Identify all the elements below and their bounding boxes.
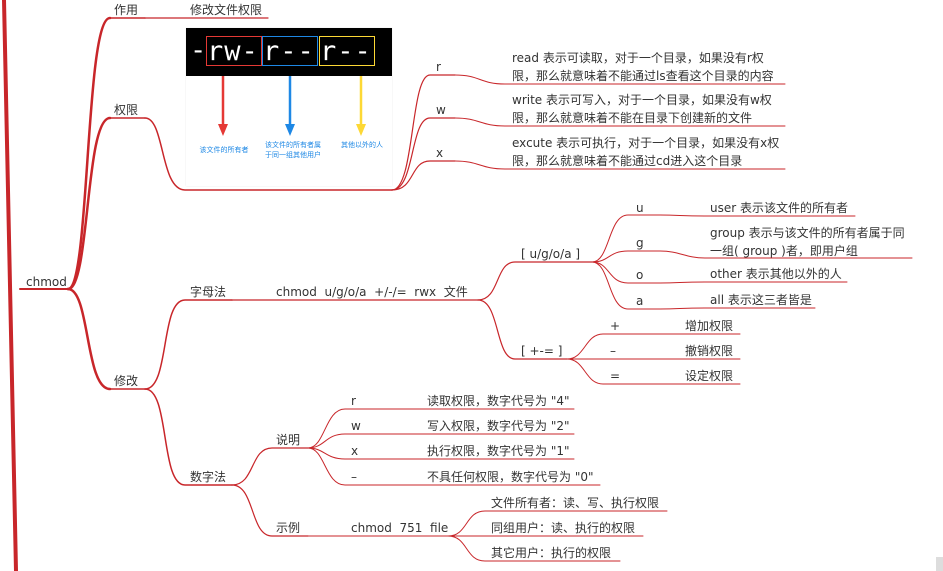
who-key[interactable]: a: [636, 294, 644, 308]
node-purpose-value[interactable]: 修改文件权限: [190, 3, 263, 17]
explain-key[interactable]: r: [351, 394, 356, 408]
perm-dash: -: [190, 35, 208, 66]
op-desc[interactable]: 增加权限: [685, 319, 734, 333]
who-desc[interactable]: group 表示与该文件的所有者属于同一组( group )者，即用户组: [710, 226, 905, 258]
scrollbar[interactable]: [936, 557, 943, 571]
who-desc[interactable]: other 表示其他以外的人: [710, 267, 842, 281]
example-command[interactable]: chmod 751 file: [351, 521, 449, 535]
who-key[interactable]: o: [636, 268, 644, 282]
explain-desc[interactable]: 写入权限，数字代号为 "2": [427, 419, 570, 433]
perm-owner-bits: rw-: [206, 36, 262, 67]
node-who[interactable]: [ u/g/o/a ]: [521, 247, 581, 261]
node-numeric-method[interactable]: 数字法: [190, 470, 227, 484]
perm-item-desc[interactable]: read 表示可读取，对于一个目录，如果没有r权限，那么就意味着不能通过ls查看…: [512, 51, 774, 83]
perm-item-desc[interactable]: excute 表示可执行，对于一个目录，如果没有x权限，那么就意味着不能通过cd…: [512, 136, 780, 168]
node-explain[interactable]: 说明: [276, 433, 301, 447]
example-item[interactable]: 其它用户：执行的权限: [491, 546, 612, 560]
op-desc[interactable]: 撤销权限: [685, 344, 734, 358]
perm-group-caption: 该文件的所有者属于同一组其他用户: [265, 141, 321, 159]
perm-arrows: [218, 76, 366, 136]
example-item[interactable]: 文件所有者：读、写、执行权限: [491, 496, 660, 510]
op-key[interactable]: +: [610, 319, 621, 333]
node-ops[interactable]: [ +-= ]: [521, 344, 563, 358]
explain-desc[interactable]: 执行权限，数字代号为 "1": [427, 444, 570, 458]
op-desc[interactable]: 设定权限: [685, 369, 734, 383]
perm-item-key[interactable]: w: [436, 103, 446, 117]
root-node-chmod[interactable]: chmod: [26, 275, 67, 289]
node-letter-method[interactable]: 字母法: [190, 285, 227, 299]
node-permissions[interactable]: 权限: [114, 103, 139, 117]
who-desc[interactable]: all 表示这三者皆是: [710, 293, 812, 307]
perm-other-bits: r--: [319, 36, 375, 67]
who-key[interactable]: g: [636, 236, 644, 250]
explain-desc[interactable]: 读取权限，数字代号为 "4": [427, 394, 570, 408]
other-arrow-icon: [356, 76, 366, 136]
group-arrow-icon: [285, 76, 295, 136]
perm-item-key[interactable]: x: [436, 146, 444, 160]
explain-desc[interactable]: 不具任何权限，数字代号为 "0": [427, 470, 594, 484]
node-modify[interactable]: 修改: [114, 374, 139, 388]
example-item[interactable]: 同组用户：读、执行的权限: [491, 521, 636, 535]
explain-key[interactable]: –: [351, 470, 357, 484]
permission-string-banner: - rw- r-- r--: [186, 28, 392, 76]
op-key[interactable]: =: [610, 369, 621, 383]
explain-key[interactable]: x: [351, 444, 359, 458]
perm-other-caption: 其他以外的人: [341, 141, 383, 149]
perm-item-key[interactable]: r: [436, 60, 441, 74]
letter-syntax[interactable]: chmod u/g/o/a +/-/= rwx 文件: [276, 285, 468, 299]
perm-group-bits: r--: [262, 36, 318, 67]
who-desc[interactable]: user 表示该文件的所有者: [710, 201, 848, 215]
node-example[interactable]: 示例: [276, 521, 301, 535]
perm-owner-caption: 该文件的所有者: [199, 146, 249, 154]
owner-arrow-icon: [218, 76, 228, 136]
op-key[interactable]: –: [610, 344, 616, 358]
who-key[interactable]: u: [636, 201, 644, 215]
perm-item-desc[interactable]: write 表示可写入，对于一个目录，如果没有w权限，那么就意味着不能在目录下创…: [512, 93, 772, 125]
permission-string-image: - rw- r-- r-- 该文件的所有者 该文件的所有者属于同一组其他用户 其…: [186, 28, 392, 186]
explain-key[interactable]: w: [351, 419, 361, 433]
node-purpose[interactable]: 作用: [114, 3, 139, 17]
